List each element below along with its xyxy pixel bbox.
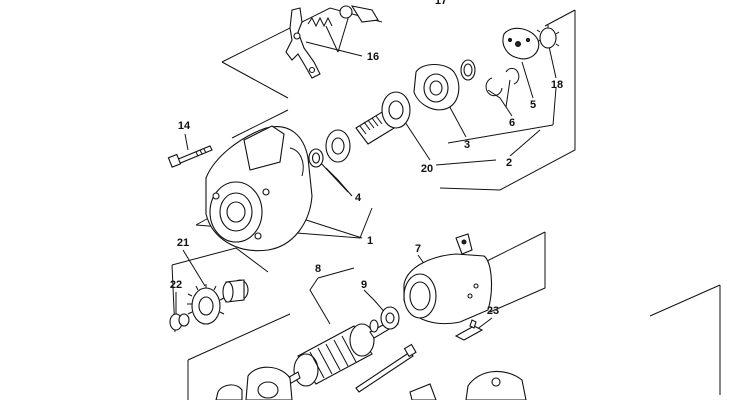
callout-23: 23	[487, 305, 499, 317]
shift-lever-part	[285, 7, 321, 79]
spring-sleeve	[222, 279, 249, 303]
callout-22: 22	[170, 279, 182, 291]
gear-housing-3	[413, 63, 460, 111]
callout-2: 2	[506, 157, 512, 169]
pinion-21	[187, 284, 225, 325]
overrunning-clutch-20	[355, 91, 411, 145]
callout-9: 9	[361, 279, 367, 291]
callout-17: 17	[435, 0, 447, 7]
callout-18: 18	[551, 79, 563, 91]
callout-6: 6	[509, 117, 515, 129]
callout-21: 21	[177, 237, 189, 249]
callout-8: 8	[315, 263, 321, 275]
bearing-4	[308, 129, 351, 168]
brush-housing-lower	[409, 370, 527, 401]
yoke-field-7	[403, 233, 493, 325]
clip-22	[169, 313, 190, 331]
callout-14: 14	[178, 120, 191, 132]
retaining-clips-6	[485, 67, 520, 97]
callout-7: 7	[415, 243, 421, 255]
ring-washer	[460, 59, 476, 81]
callout-3: 3	[464, 139, 470, 151]
bolt-14	[167, 145, 213, 168]
callout-labels: 17 16 18 5 6 3 2 20 14 4 1 21 22 7 8 9 2…	[170, 0, 563, 317]
callout-20: 20	[421, 163, 433, 175]
shift-lever-springs	[307, 5, 379, 28]
pinion-gear-18	[536, 25, 560, 49]
brush-holder-23	[454, 319, 484, 341]
through-bolt	[355, 343, 417, 393]
group-bracket-lines	[171, 7, 721, 400]
bearing-9	[369, 306, 400, 333]
callout-16: 16	[367, 51, 379, 63]
callout-1: 1	[367, 235, 373, 247]
end-plate-lower	[215, 366, 293, 401]
drive-housing-1	[205, 125, 313, 252]
callout-4: 4	[355, 192, 362, 204]
bearing-plate-5	[502, 27, 540, 60]
callout-5: 5	[530, 99, 536, 111]
